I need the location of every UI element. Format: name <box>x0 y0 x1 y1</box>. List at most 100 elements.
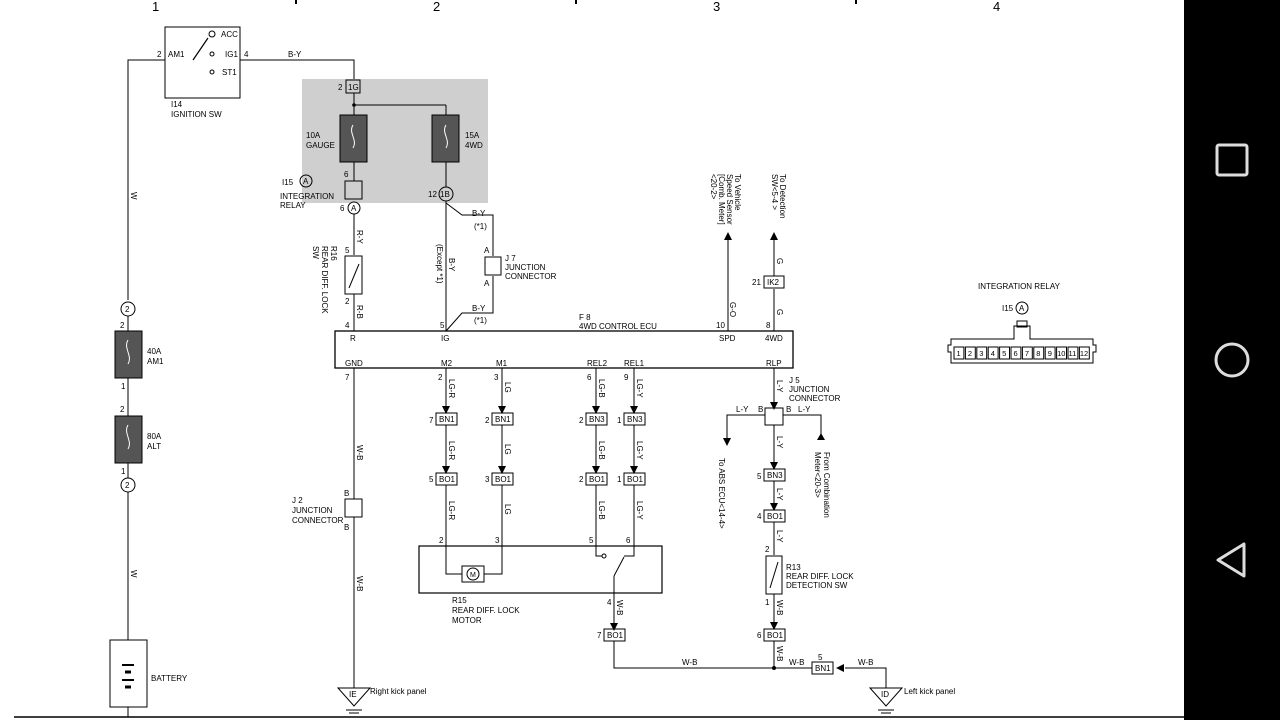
wire-color: L-Y <box>798 405 811 414</box>
wire-color: R-Y <box>355 230 364 244</box>
relay-pin-number: 11 <box>1069 349 1077 358</box>
fuse-name: 4WD <box>465 141 483 150</box>
relay-pin-cell <box>976 346 988 360</box>
wire-color: W-B <box>858 658 873 667</box>
link-circle: 2 <box>125 481 130 490</box>
ecu-pin-num: 10 <box>716 321 725 330</box>
connector-pin: 2 <box>579 475 584 484</box>
wire-color: W <box>129 192 138 200</box>
ecu-pin-num: 4 <box>345 321 350 330</box>
ground-label: Right kick panel <box>370 687 427 696</box>
ecu-code: F 8 <box>579 313 591 322</box>
j2-name: JUNCTION <box>292 506 333 515</box>
fuse-conn-code: 1B <box>440 190 450 199</box>
wire-color: W-B <box>355 445 364 460</box>
connector-code: BN3 <box>627 415 643 424</box>
ecu-pin-label: IG <box>441 334 449 343</box>
vss-ref: To Vehicle <box>733 174 742 211</box>
connector-code: BO1 <box>495 475 512 484</box>
wire-color: W-B <box>775 646 784 661</box>
ignition-switch: 2 AM1 ACC IG1 ST1 4 I14 IGNITION SW <box>157 26 249 119</box>
circle-icon[interactable] <box>1212 340 1252 380</box>
comb-ref: Meter<20-3> <box>813 452 822 498</box>
ignition-terminal: AM1 <box>168 50 185 59</box>
ecu-pin-label: REL2 <box>587 359 608 368</box>
connector-code: BN1 <box>495 415 511 424</box>
motor-name: MOTOR <box>452 616 482 625</box>
wire-color: G <box>775 258 784 264</box>
fuse-conn-pin: 12 <box>428 190 437 199</box>
connector-pin: 5 <box>429 475 434 484</box>
fusible-name: AM1 <box>147 357 164 366</box>
wire-color: W-B <box>615 600 624 615</box>
relay-pin-number: 6 <box>1014 349 1018 358</box>
relay-pin-cell <box>1010 346 1022 360</box>
integration-relay: I15 A 6 6 A INTEGRATION RELAY <box>280 170 363 215</box>
relay-pin-number: 8 <box>1036 349 1040 358</box>
switch-code: R16 <box>329 246 338 261</box>
fusible-links: 2 2 40A AM1 1 2 80A ALT 1 2 <box>114 301 164 493</box>
j7-note: (Except *1) <box>435 244 444 284</box>
column-number: 2 <box>433 0 440 14</box>
connector-pin: 2 <box>579 416 584 425</box>
motor-code: R15 <box>452 596 467 605</box>
relay-pin-number: 5 <box>1002 349 1006 358</box>
wire-color: B-Y <box>472 304 486 313</box>
vss-ref: Speed Sensor <box>725 174 734 225</box>
wire-color: G <box>775 309 784 315</box>
ecu-pin-num: 8 <box>766 321 771 330</box>
motor-name: REAR DIFF. LOCK <box>452 606 520 615</box>
ignition-terminal: IG1 <box>225 50 238 59</box>
wiring-diagram: 1 2 3 4 2 AM1 ACC IG1 ST1 4 I14 IGNITION… <box>14 0 1184 718</box>
connector-code: BO1 <box>439 475 456 484</box>
r13-pin: 1 <box>765 598 770 607</box>
fusible-pin: 2 <box>120 321 125 330</box>
connector-pin: 21 <box>752 278 761 287</box>
wire-color: LG <box>503 504 512 515</box>
j7-code: J 7 <box>505 254 516 263</box>
j7-pin: A <box>484 279 490 288</box>
j7-name: JUNCTION <box>505 263 546 272</box>
connector-code: BO1 <box>767 631 784 640</box>
ignition-terminal: ST1 <box>222 68 237 77</box>
fusible-rating: 80A <box>147 432 162 441</box>
j5-name: JUNCTION <box>789 385 830 394</box>
square-icon[interactable] <box>1212 140 1252 180</box>
rlp-branch: L-Y J 5 JUNCTION CONNECTOR B B L-Y L-Y T… <box>717 368 887 688</box>
connector-pin: 4 <box>757 512 762 521</box>
wire-color: W-B <box>682 658 697 667</box>
fuse-rating: 10A <box>306 131 321 140</box>
triangle-icon[interactable] <box>1212 540 1252 580</box>
ecu-pin-num: 5 <box>440 321 445 330</box>
ground-id: ID Left kick panel <box>868 687 955 714</box>
column-number: 4 <box>993 0 1000 14</box>
j2-code: J 2 <box>292 496 303 505</box>
connector-code: BO1 <box>589 475 606 484</box>
ecu-box: F 8 4WD CONTROL ECU 4 R 5 IG 10 SPD 8 4W… <box>334 313 794 382</box>
relay-pin-cell <box>999 346 1010 360</box>
ecu-pin-label: M1 <box>496 359 508 368</box>
fuse-box: 2 1G 10A GAUGE 15A 4WD 12 1B <box>302 79 488 203</box>
fusible-pin: 1 <box>121 467 126 476</box>
switch-pin: 2 <box>345 297 350 306</box>
vss-ref: [Comb. Meter] <box>717 174 726 225</box>
wire-color: LG-B <box>597 501 606 520</box>
ecu-pin-label: RLP <box>766 359 782 368</box>
relay-pin-cell <box>1056 346 1067 360</box>
connector-code: BO1 <box>607 631 624 640</box>
relay-name: INTEGRATION <box>280 192 334 201</box>
relay-pin-cell <box>953 346 965 360</box>
connector-pin: 7 <box>597 631 602 640</box>
battery: BATTERY <box>109 639 188 717</box>
j7-name: CONNECTOR <box>505 272 557 281</box>
connector-pin: 5 <box>818 653 823 662</box>
fuse-conn-code: 1G <box>348 83 359 92</box>
ecu-pin-num: 2 <box>438 373 443 382</box>
wire-color: LG <box>503 444 512 455</box>
wire-color: W-B <box>789 658 804 667</box>
connector-pin: 6 <box>757 631 762 640</box>
connector-code: BO1 <box>627 475 644 484</box>
ecu-pin-label: REL1 <box>624 359 645 368</box>
fuse-4wd-icon <box>431 114 460 163</box>
android-navbar <box>1184 0 1280 720</box>
